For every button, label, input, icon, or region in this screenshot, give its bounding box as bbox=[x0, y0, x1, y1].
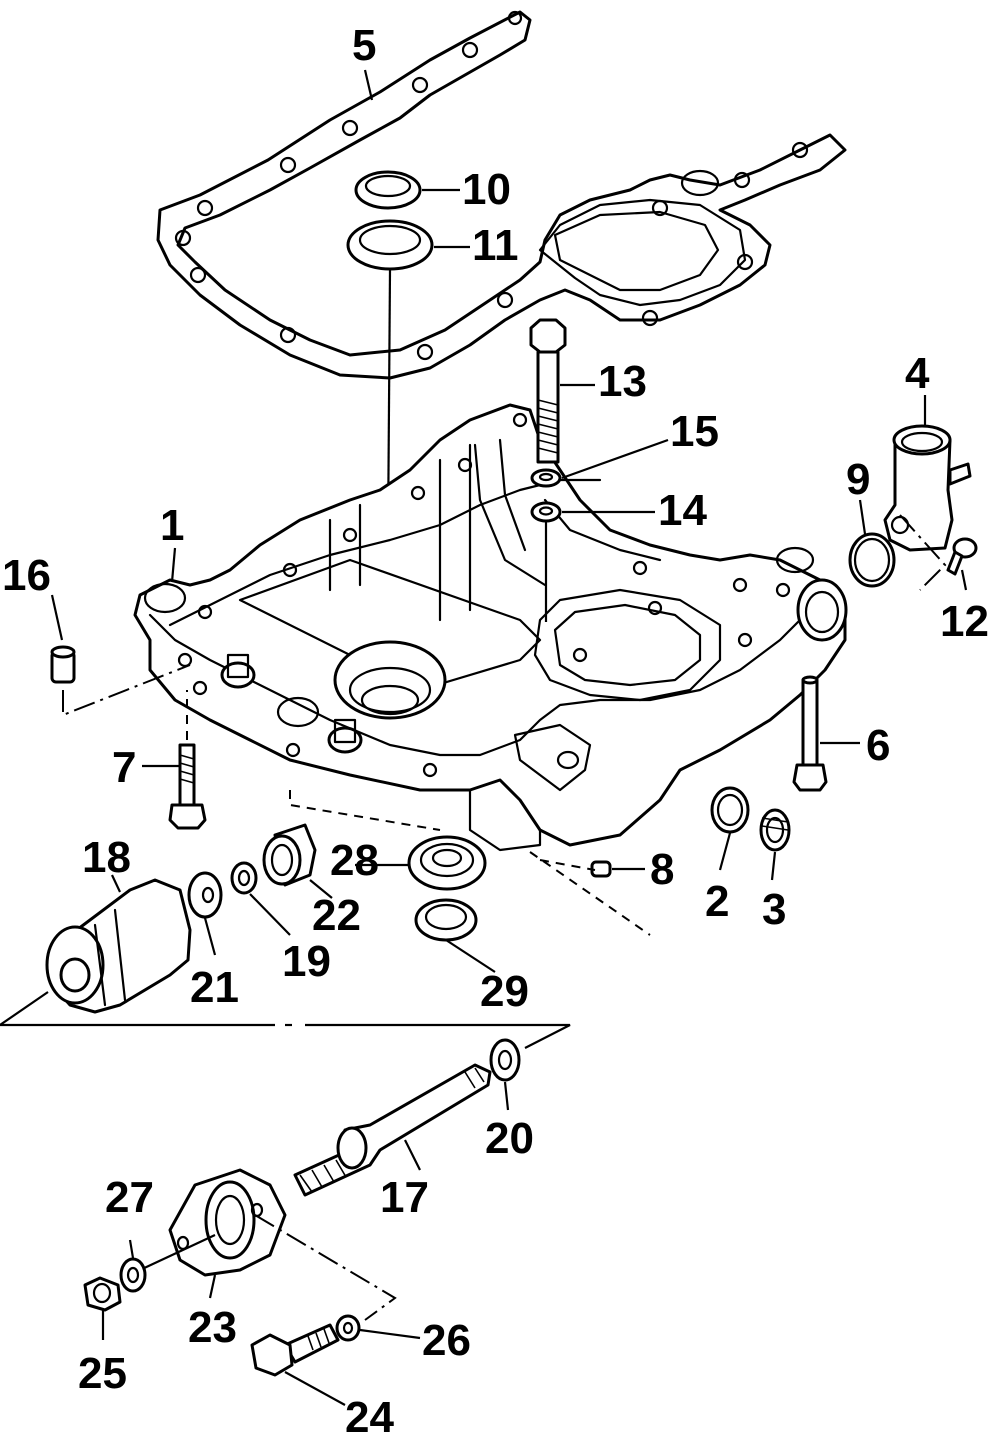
callout-2: 2 bbox=[705, 877, 729, 926]
oil-seal-part-10 bbox=[354, 170, 422, 210]
callout-21: 21 bbox=[190, 963, 239, 1012]
dowel-16-centerline bbox=[62, 664, 191, 717]
gasket-part-5 bbox=[156, 10, 847, 380]
oil-seal-part-11 bbox=[346, 219, 434, 271]
water-outlet-part-4 bbox=[883, 424, 972, 552]
washer-part-20 bbox=[489, 1038, 521, 1082]
callout-24: 24 bbox=[345, 1393, 394, 1436]
callout-5: 5 bbox=[352, 21, 376, 70]
flange-part-23 bbox=[168, 1168, 287, 1277]
callout-15: 15 bbox=[670, 407, 719, 456]
callout-6: 6 bbox=[866, 721, 890, 770]
bearing-part-29 bbox=[414, 898, 478, 942]
shaft-part-17 bbox=[293, 1063, 492, 1197]
case-hidden-lines bbox=[529, 851, 651, 936]
callout-9: 9 bbox=[846, 455, 870, 504]
callout-11: 11 bbox=[472, 221, 519, 270]
oil-filter-part-18 bbox=[45, 878, 192, 1014]
drain-plug-part-3 bbox=[759, 808, 791, 852]
callout-23: 23 bbox=[188, 1303, 237, 1352]
callout-28: 28 bbox=[330, 836, 379, 885]
callout-12: 12 bbox=[940, 597, 989, 646]
washer-part-27 bbox=[119, 1257, 147, 1293]
callout-8: 8 bbox=[650, 845, 674, 894]
oil-pan-part-1 bbox=[133, 403, 848, 852]
nut-part-25 bbox=[83, 1276, 122, 1312]
bolt-part-24 bbox=[250, 1323, 340, 1377]
bolt-part-13 bbox=[529, 318, 567, 464]
section-divider bbox=[0, 991, 571, 1049]
bearing-part-28 bbox=[407, 835, 487, 891]
washer-part-15 bbox=[530, 468, 562, 488]
callout-3: 3 bbox=[762, 885, 786, 934]
sleeve-part-22 bbox=[262, 823, 317, 887]
bolt-part-12 bbox=[946, 537, 978, 576]
callout-18: 18 bbox=[82, 833, 131, 882]
leader-lines bbox=[50, 69, 968, 1406]
o-ring-part-9 bbox=[848, 532, 896, 588]
callout-13: 13 bbox=[598, 357, 647, 406]
callout-26: 26 bbox=[422, 1316, 471, 1365]
washer-part-14 bbox=[530, 501, 562, 523]
callout-27: 27 bbox=[105, 1173, 154, 1222]
callout-10: 10 bbox=[462, 165, 511, 214]
callout-1: 1 bbox=[160, 501, 184, 550]
flange-leader-left bbox=[139, 1234, 216, 1271]
callout-29: 29 bbox=[480, 967, 529, 1016]
callout-7: 7 bbox=[112, 743, 136, 792]
callout-25: 25 bbox=[78, 1349, 127, 1398]
callout-20: 20 bbox=[485, 1114, 534, 1163]
bolt-part-6 bbox=[792, 675, 828, 792]
washer-part-21 bbox=[187, 871, 223, 919]
washer-part-26 bbox=[335, 1314, 361, 1342]
washer-part-2 bbox=[710, 786, 750, 834]
callout-17: 17 bbox=[380, 1173, 429, 1222]
nut-part-19 bbox=[230, 861, 258, 895]
callout-19: 19 bbox=[282, 937, 331, 986]
callout-16: 16 bbox=[2, 551, 51, 600]
callout-22: 22 bbox=[312, 891, 361, 940]
callout-4: 4 bbox=[905, 349, 930, 398]
bolt-part-7 bbox=[168, 743, 207, 830]
flange-centerline bbox=[254, 1214, 397, 1321]
callout-14: 14 bbox=[658, 486, 707, 535]
callout-labels: 5 10 11 13 15 14 4 9 12 1 16 7 6 8 2 3 2… bbox=[2, 21, 989, 1436]
outlet-centerline bbox=[899, 514, 947, 591]
dowel-pin-part-16 bbox=[50, 645, 76, 684]
bearing-hidden-line bbox=[289, 790, 441, 831]
